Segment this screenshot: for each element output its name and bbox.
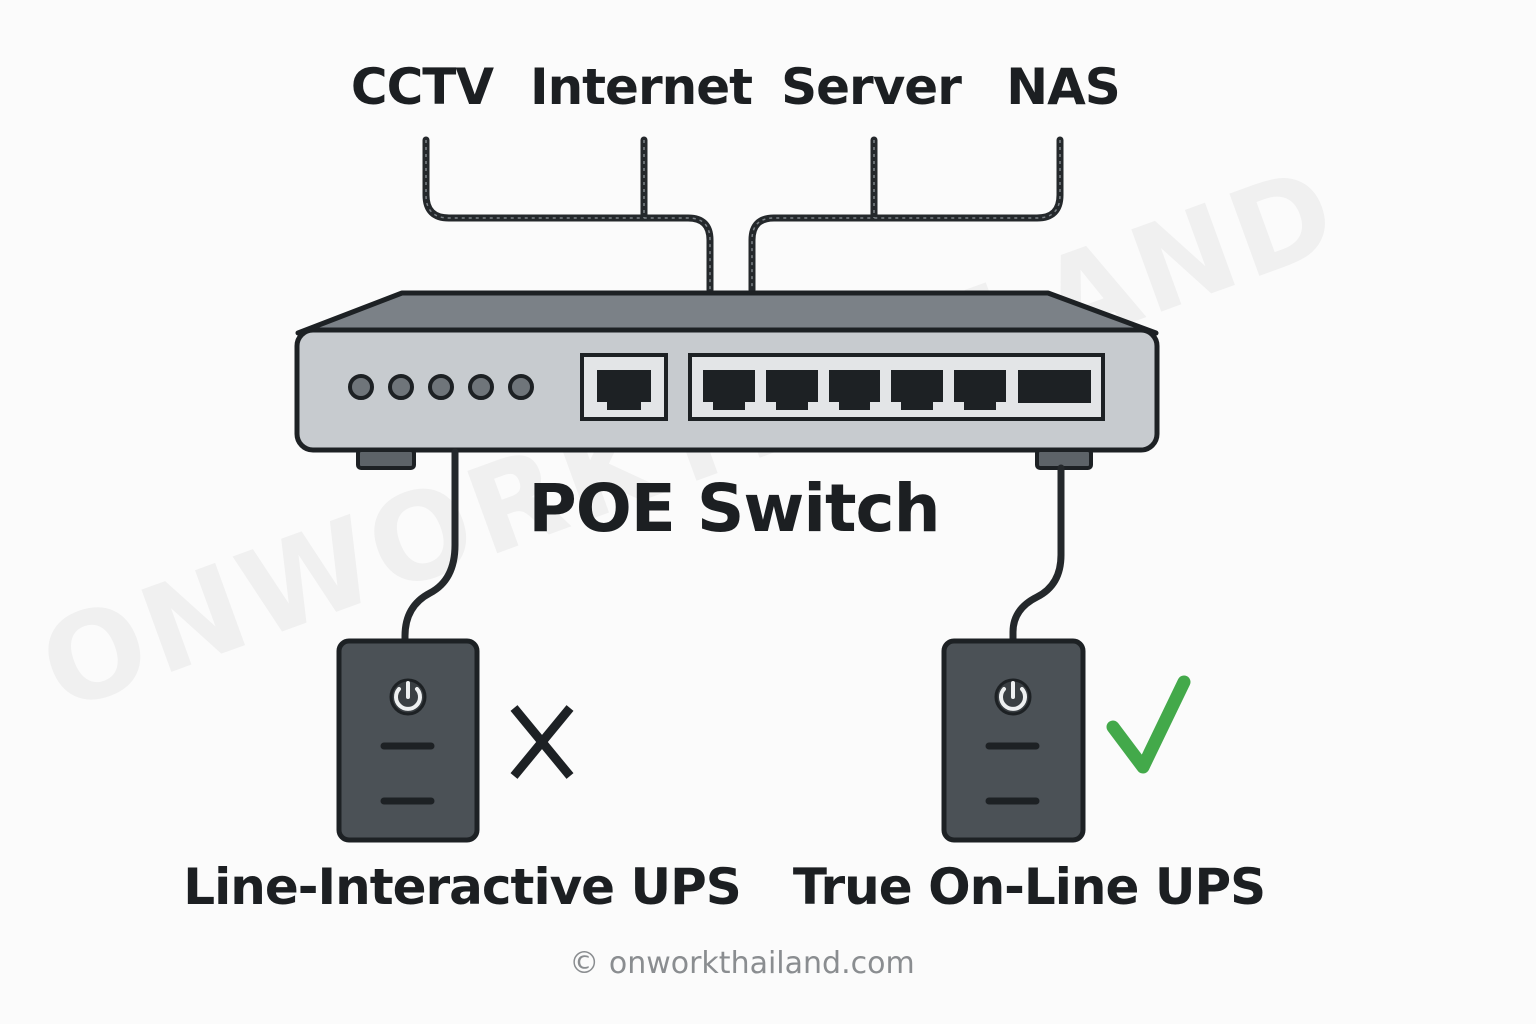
switch-top-face <box>295 290 1159 336</box>
port-1 <box>703 370 755 410</box>
port-3 <box>829 370 880 410</box>
label-line-interactive-ups: Line-Interactive UPS <box>183 858 742 916</box>
power-icon <box>999 687 1027 711</box>
label-cctv: CCTV <box>350 58 494 116</box>
led-1 <box>348 374 374 400</box>
check-icon <box>1106 675 1191 774</box>
poe-switch <box>294 290 1160 470</box>
cross-icon <box>510 705 574 779</box>
led-4 <box>468 374 494 400</box>
cable-line-interactive <box>401 448 459 646</box>
cable-nas <box>748 136 1064 294</box>
led-5 <box>508 374 534 400</box>
top-cables <box>422 136 1064 294</box>
label-nas: NAS <box>1006 58 1121 116</box>
port-sfp <box>1018 370 1091 403</box>
led-3 <box>428 374 454 400</box>
port-5 <box>954 370 1006 410</box>
switch-foot-left <box>356 448 416 470</box>
cable-true-online <box>1009 464 1065 646</box>
cable-cctv <box>422 136 714 294</box>
copyright-notice: © onworkthailand.com <box>569 946 915 981</box>
label-internet: Internet <box>529 58 753 116</box>
port-2 <box>766 370 818 410</box>
led-2 <box>388 374 414 400</box>
switch-foot-right <box>1035 448 1093 470</box>
switch-title: POE Switch <box>528 470 940 547</box>
power-icon <box>394 687 422 711</box>
ups-cables <box>401 448 1065 646</box>
ups-true-online <box>941 638 1086 843</box>
status-leds <box>348 374 534 400</box>
port-bank <box>688 353 1105 421</box>
label-server: Server <box>781 58 962 116</box>
port-4 <box>891 370 943 410</box>
uplink-port <box>580 353 668 421</box>
ups-line-interactive <box>336 638 480 843</box>
label-true-online-ups: True On-Line UPS <box>792 858 1266 916</box>
